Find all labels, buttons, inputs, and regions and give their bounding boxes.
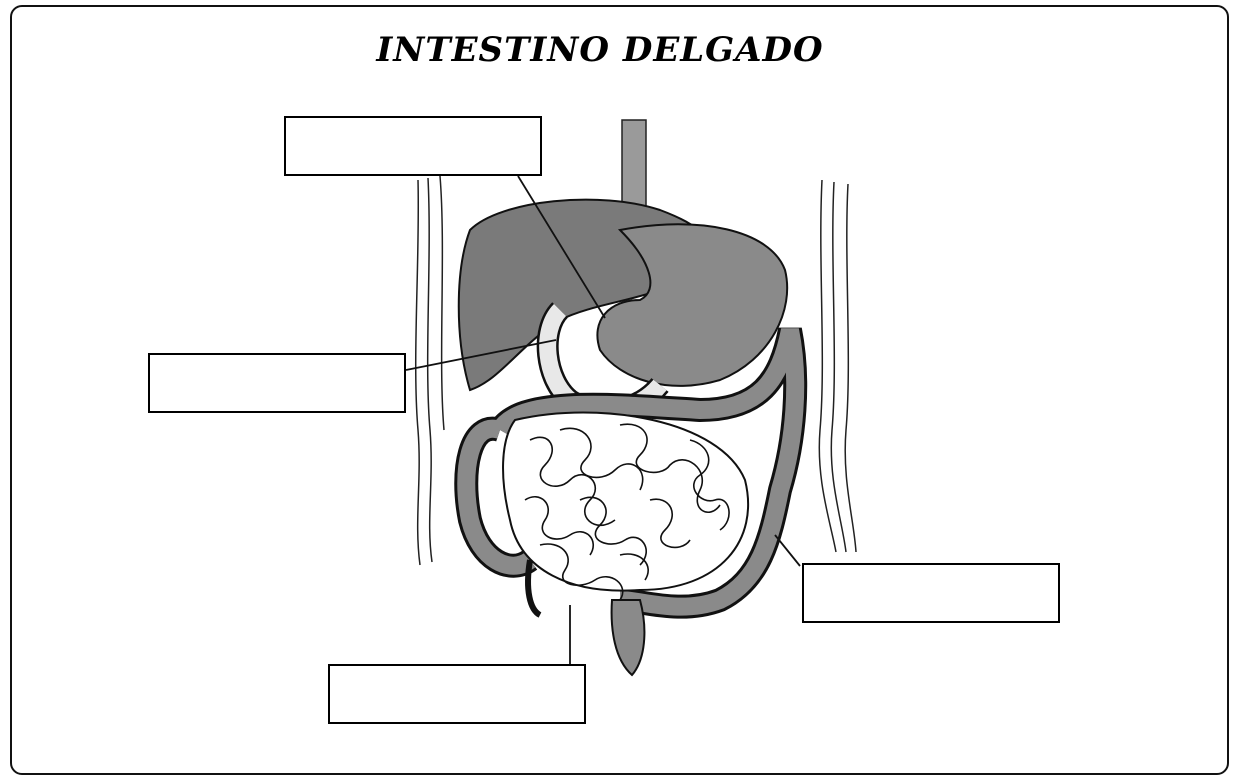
label-box-top[interactable]: [284, 116, 542, 176]
rectum: [610, 599, 646, 677]
small-intestine: [502, 411, 750, 592]
appendix: [525, 559, 542, 618]
label-box-left[interactable]: [148, 353, 406, 413]
body-contour-left: [414, 175, 445, 566]
page-title: INTESTINO DELGADO: [376, 30, 824, 70]
label-box-bottom[interactable]: [328, 664, 586, 724]
label-box-right[interactable]: [802, 563, 1060, 623]
body-contour-right: [818, 179, 857, 553]
stomach: [596, 223, 789, 387]
leader-lines: [405, 175, 801, 665]
